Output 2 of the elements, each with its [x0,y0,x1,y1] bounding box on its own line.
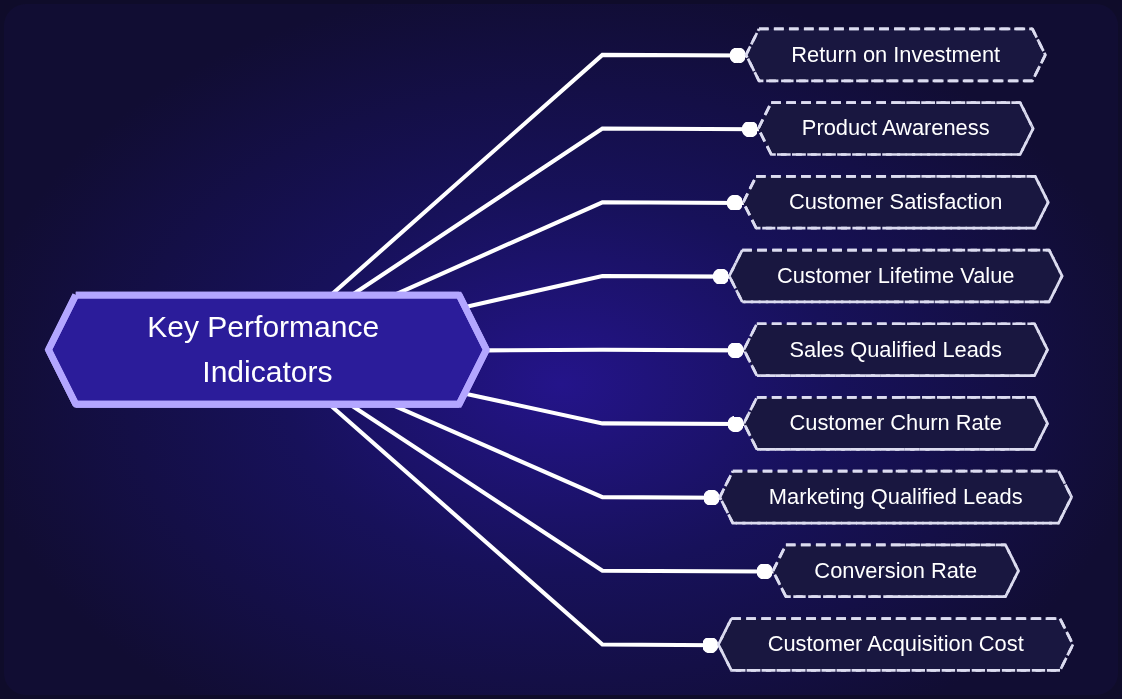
connector [487,341,745,359]
connector [465,391,745,433]
